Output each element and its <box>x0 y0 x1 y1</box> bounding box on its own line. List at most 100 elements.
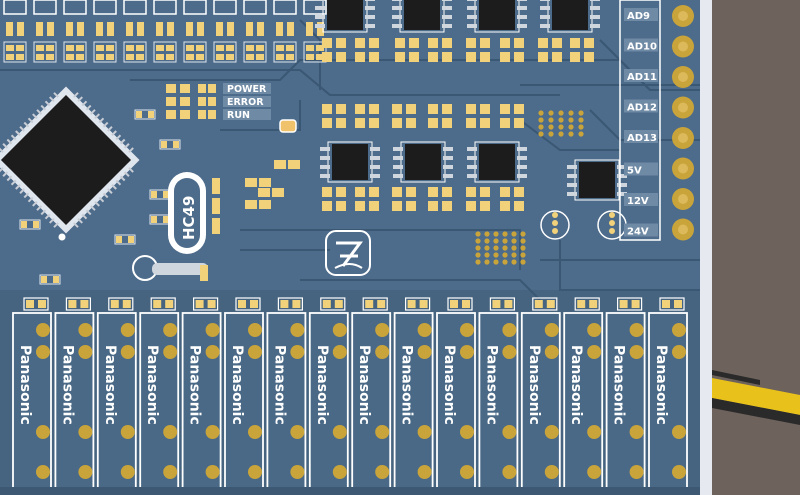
relay-brand-label: Panasonic <box>399 345 415 425</box>
smd-pad <box>161 141 167 148</box>
smd-pad <box>619 300 628 308</box>
resistor-pad <box>336 118 346 128</box>
resistor-pad <box>336 38 346 48</box>
smd-pad <box>208 110 216 119</box>
smd-pad <box>47 22 54 36</box>
via <box>511 238 517 244</box>
smd-pad <box>198 97 206 106</box>
component-outline <box>574 297 600 311</box>
header-pin-hole <box>678 133 688 143</box>
smd-pad <box>153 300 162 308</box>
chip-pin <box>517 165 527 169</box>
smd-pad <box>419 300 428 308</box>
component-outline <box>616 297 643 311</box>
chip-pin <box>393 165 403 169</box>
component-outline <box>320 297 346 311</box>
smd-pad <box>96 54 104 60</box>
mcu-pin <box>23 192 30 199</box>
chip-pin <box>365 6 375 10</box>
via <box>548 110 554 116</box>
mcu-pin <box>10 179 17 186</box>
chip-pin <box>467 0 477 1</box>
smd-pad <box>589 300 598 308</box>
resistor-pad <box>428 201 438 211</box>
relay-brand-label: Panasonic <box>229 345 245 425</box>
smd-pad <box>156 45 164 51</box>
via <box>568 124 574 130</box>
relay-brand-label: Panasonic <box>611 345 627 425</box>
chip-pin <box>567 174 577 178</box>
smd-pad <box>504 300 513 308</box>
via <box>475 259 481 265</box>
relay-pin <box>629 465 644 479</box>
smd-pad <box>322 300 331 308</box>
resistor-pad <box>552 38 562 48</box>
relay-pin <box>290 345 305 359</box>
via <box>568 117 574 123</box>
relay-pin <box>460 425 474 439</box>
via <box>538 131 544 137</box>
smd-pad <box>226 54 234 60</box>
pcb-trace <box>300 279 541 301</box>
resistor-pad <box>428 187 438 197</box>
chip-pin <box>443 165 453 169</box>
component-outline <box>243 41 267 63</box>
component-outline <box>399 0 445 33</box>
relay-brand-label: Panasonic <box>483 345 499 425</box>
via <box>578 131 584 137</box>
resistor-pad <box>336 104 346 114</box>
soic-chip-mid <box>479 144 515 180</box>
via <box>493 259 499 265</box>
mcu-pin <box>102 192 109 199</box>
smd-pad <box>306 54 314 60</box>
resistor-pad <box>514 118 524 128</box>
via <box>520 231 526 237</box>
smd-pad <box>207 300 216 308</box>
resistor-pad <box>500 118 510 128</box>
relay-outline <box>563 312 604 495</box>
component-outline <box>277 297 303 311</box>
resistor-pad <box>442 52 452 62</box>
smd-pad <box>287 22 294 36</box>
smd-pad <box>21 221 27 228</box>
component-outline <box>327 141 373 183</box>
component-outline <box>3 41 27 63</box>
pcb-trace <box>519 119 620 151</box>
resistor-pad <box>480 201 490 211</box>
chip-pin <box>370 165 380 169</box>
smd-pad <box>280 300 289 308</box>
chip-pin <box>467 15 477 19</box>
smd-pad <box>259 200 271 209</box>
chip-pin <box>365 0 375 1</box>
smd-pad <box>148 111 154 118</box>
resistor-pad <box>355 104 365 114</box>
resistor-pad <box>369 118 379 128</box>
via <box>520 252 526 258</box>
mcu-pin <box>94 201 100 207</box>
via <box>538 110 544 116</box>
via <box>578 117 584 123</box>
smd-pad <box>166 84 176 93</box>
smd-pad <box>6 22 13 36</box>
relay-pin <box>248 345 262 359</box>
smd-pad <box>163 191 169 198</box>
mcu-pin <box>40 104 47 111</box>
relay-pin <box>502 465 517 479</box>
component-outline <box>243 0 267 15</box>
smd-pad <box>126 45 134 51</box>
resistor-pad <box>428 104 438 114</box>
component-outline <box>213 41 237 63</box>
soic-chip-right <box>579 162 615 198</box>
mcu-pin <box>102 121 109 128</box>
chip-pin <box>320 174 330 178</box>
chip-pin <box>617 192 627 196</box>
relay-pin <box>332 425 347 439</box>
relay-pin <box>587 425 602 439</box>
via <box>484 245 490 251</box>
component-outline <box>193 297 219 311</box>
smd-pad <box>46 54 54 60</box>
mcu-pin <box>53 222 59 228</box>
chip-pin <box>517 24 527 28</box>
label-plate <box>624 69 658 82</box>
mcu-pin <box>115 134 122 141</box>
